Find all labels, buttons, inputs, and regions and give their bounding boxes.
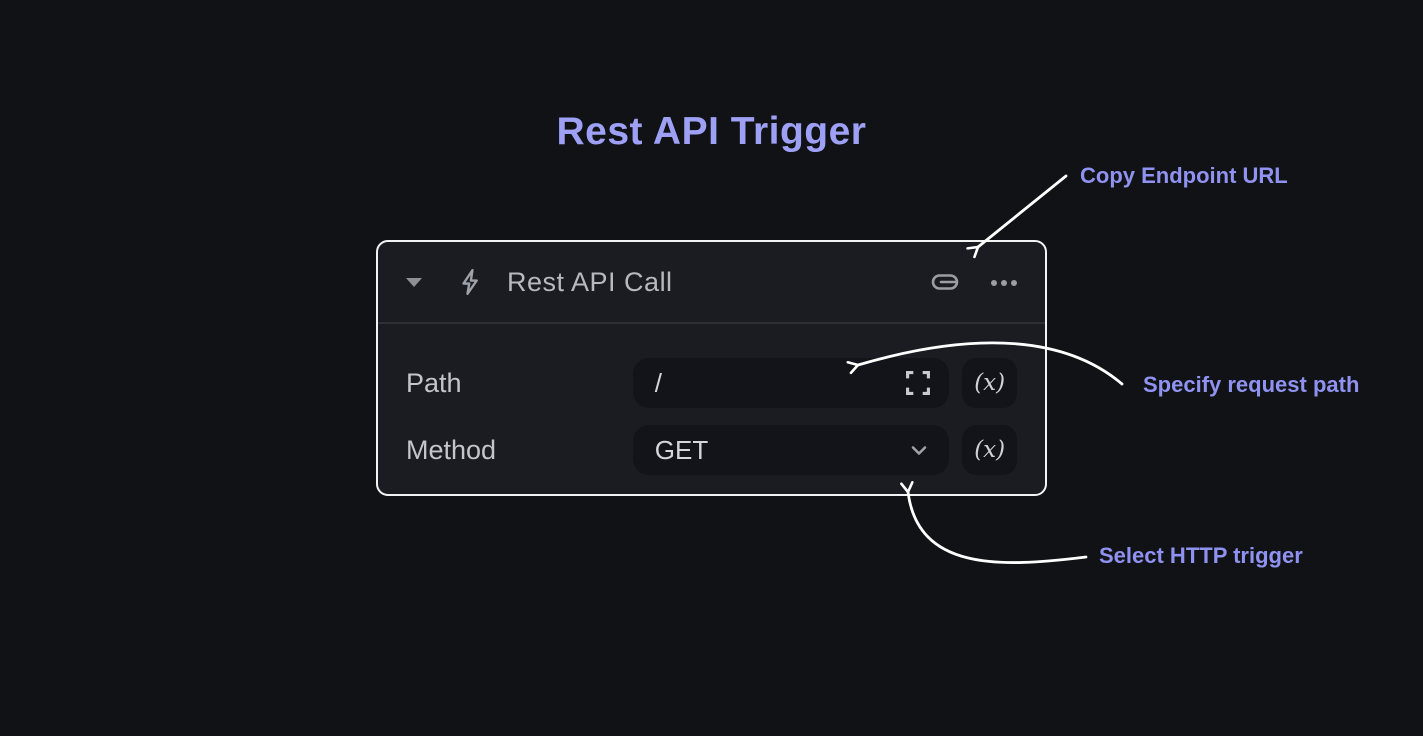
method-row: Method GET (x) (406, 425, 1017, 475)
collapse-caret-icon[interactable] (406, 277, 422, 287)
method-expression-button[interactable]: (x) (962, 425, 1017, 475)
header-divider (378, 322, 1045, 324)
node-header: Rest API Call (378, 242, 1045, 322)
method-label: Method (406, 434, 497, 465)
path-value: / (654, 367, 663, 398)
node-title: Rest API Call (507, 266, 673, 297)
expand-icon[interactable] (905, 370, 931, 396)
chevron-down-icon (907, 438, 931, 462)
path-row: Path / (x) (406, 358, 1017, 408)
path-input[interactable]: / (632, 358, 950, 408)
annotation-specify-request-path: Specify request path (1143, 372, 1360, 397)
annotation-copy-endpoint-url: Copy Endpoint URL (1080, 163, 1288, 188)
more-dots-icon[interactable] (991, 278, 1017, 286)
method-value: GET (654, 434, 709, 465)
lightning-icon (455, 266, 485, 298)
rest-api-node-card: Rest API Call Path / (376, 240, 1047, 496)
link-icon[interactable] (929, 269, 961, 295)
path-label: Path (406, 367, 462, 398)
annotation-select-http-trigger: Select HTTP trigger (1099, 543, 1303, 568)
path-expression-button[interactable]: (x) (962, 358, 1017, 408)
page-title: Rest API Trigger (556, 110, 867, 154)
arrow-select-trigger (900, 481, 1088, 564)
arrow-copy-endpoint (966, 174, 1068, 259)
method-select[interactable]: GET (632, 425, 950, 475)
node-body: Path / (x) Method GET (378, 324, 1045, 475)
